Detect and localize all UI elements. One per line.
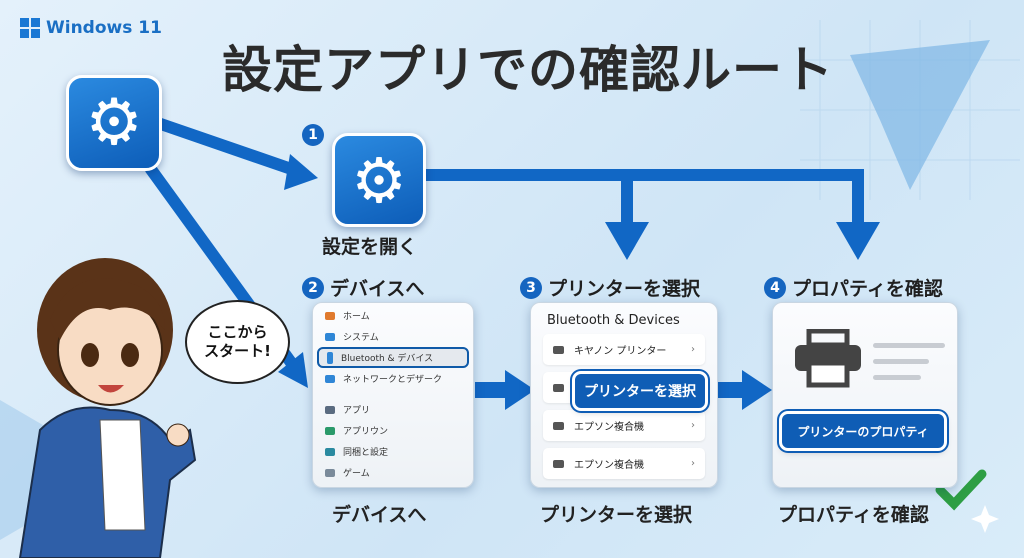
check-icon — [935, 469, 987, 511]
select-printer-button[interactable]: プリンターを選択 — [572, 371, 708, 411]
paper-plane-icon — [850, 40, 990, 190]
nav-label: Bluetooth & デバイス — [341, 354, 434, 364]
nav-item-network[interactable]: ネットワークとデザーク — [313, 368, 473, 389]
brand-label: Windows 11 — [46, 18, 162, 38]
home-icon — [325, 311, 335, 320]
printer-icon — [553, 345, 564, 354]
printer-row[interactable]: エプソン複合機 › — [543, 448, 705, 479]
wifi-icon — [325, 374, 335, 383]
nav-label: ゲーム — [343, 469, 370, 479]
globe-icon — [325, 447, 335, 456]
speech-bubble: ここから スタート! — [185, 300, 290, 384]
step-1-number: 1 — [302, 124, 324, 146]
printer-row[interactable]: キヤノン プリンター › — [543, 334, 705, 365]
nav-item-system[interactable]: システム — [313, 326, 473, 347]
bluetooth-icon — [327, 351, 333, 364]
step-1-label: 設定を開く — [322, 236, 418, 258]
printer-row[interactable]: エプソン複合機 › — [543, 410, 705, 441]
printer-name: キヤノン プリンター — [574, 346, 667, 357]
printer-name: エプソン複合機 — [574, 422, 644, 433]
printer-name: エプソン複合機 — [574, 460, 644, 471]
nav-label: ホーム — [343, 312, 370, 322]
nav-item-gaming[interactable]: ゲーム — [313, 462, 473, 483]
step-3-label: プリンターを選択 — [548, 278, 701, 300]
nav-label: アプリ — [343, 406, 371, 416]
chevron-right-icon: › — [691, 420, 695, 431]
step-3-heading: 3 プリンターを選択 — [520, 274, 700, 301]
step-2-label: デバイスへ — [330, 278, 425, 300]
chevron-right-icon: › — [691, 458, 695, 469]
sparkle-icon — [971, 505, 999, 533]
page-title: 設定アプリでの確認ルート — [222, 41, 834, 99]
windows-logo-icon — [20, 18, 40, 38]
nav-label: システム — [343, 333, 379, 343]
bubble-line-2: スタート! — [204, 342, 271, 360]
printer-icon — [553, 459, 564, 468]
step-4-label: プロパティを確認 — [792, 278, 943, 300]
gamepad-icon — [325, 468, 335, 477]
nav-item-accounts[interactable]: アプリウン — [313, 420, 473, 441]
chevron-right-icon: › — [691, 344, 695, 355]
printer-properties-button[interactable]: プリンターのプロパティ — [779, 411, 947, 451]
nav-label: ネットワークとデザーク — [343, 375, 443, 385]
nav-label: アプリウン — [343, 427, 389, 437]
step-2-caption: デバイスへ — [332, 504, 427, 526]
step-4-number: 4 — [764, 276, 786, 299]
settings-gear-icon: ⚙ — [66, 75, 162, 171]
step-2-heading: 2 デバイスへ — [302, 274, 424, 301]
nav-label: 同梱と設定 — [343, 448, 389, 458]
settings-app-icon[interactable]: ⚙ — [332, 133, 426, 227]
step-4-caption: プロパティを確認 — [778, 504, 929, 526]
nav-item-bluetooth-devices[interactable]: Bluetooth & デバイス — [317, 347, 469, 368]
account-icon — [325, 426, 335, 435]
printer-icon — [795, 329, 861, 388]
nav-item-time-language[interactable]: 同梱と設定 — [313, 441, 473, 462]
windows-brand: Windows 11 — [20, 18, 162, 38]
nav-item-home[interactable]: ホーム — [313, 305, 473, 326]
printer-properties-panel — [772, 302, 958, 488]
panel-title: Bluetooth & Devices — [547, 313, 680, 328]
apps-icon — [325, 405, 335, 414]
printer-icon — [553, 421, 564, 430]
step-4-heading: 4 プロパティを確認 — [764, 274, 943, 301]
step-2-number: 2 — [302, 276, 324, 299]
bubble-line-1: ここから — [207, 322, 268, 341]
step-3-number: 3 — [520, 276, 542, 299]
printer-icon — [553, 383, 564, 392]
settings-nav-panel: ホーム システム Bluetooth & デバイス ネットワークとデザーク アプ… — [312, 302, 474, 488]
system-icon — [325, 332, 335, 341]
step-3-caption: プリンターを選択 — [540, 504, 693, 526]
nav-item-apps[interactable]: アプリ — [313, 399, 473, 420]
character-illustration — [18, 258, 197, 558]
